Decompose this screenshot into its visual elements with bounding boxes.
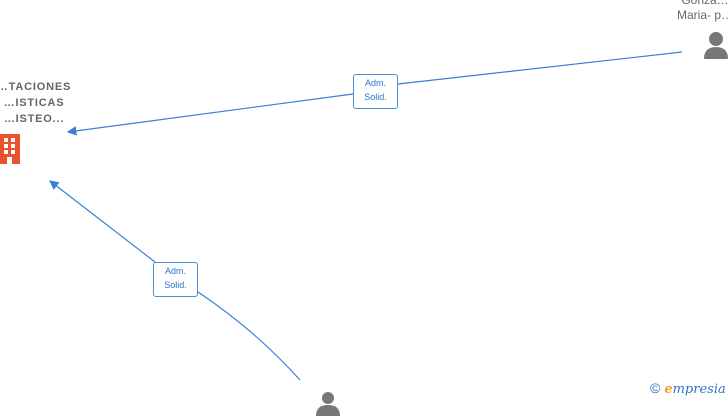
person-icon[interactable] (316, 392, 340, 416)
person-name-top-right[interactable]: Gonzá… Maria- p… (676, 0, 728, 22)
company-name[interactable]: …TACIONES …ISTICAS …ISTEO... (0, 81, 72, 125)
brand-initial: e (664, 382, 673, 397)
relationship-graph (0, 51, 683, 381)
edge-label-adm-solid[interactable]: Adm. Solid. (153, 262, 198, 297)
copyright-symbol: © (650, 380, 661, 396)
edge-line-bottom (50, 181, 301, 381)
building-icon[interactable] (0, 132, 30, 166)
person-icon[interactable] (704, 31, 728, 59)
brand-name: mpresia (672, 382, 726, 397)
edge-label-adm-solid[interactable]: Adm. Solid. (353, 74, 398, 109)
edge-line-top (68, 51, 683, 132)
empresia-watermark[interactable]: ©empresia (650, 380, 726, 398)
